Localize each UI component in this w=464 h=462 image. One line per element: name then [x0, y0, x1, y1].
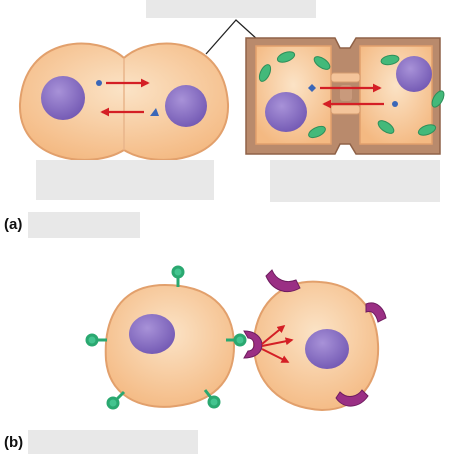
receptor-icon [265, 269, 301, 292]
label-box-panel-b [28, 430, 198, 454]
chloroplast [276, 51, 296, 63]
nucleus-right [165, 85, 207, 127]
leader-line [205, 19, 259, 55]
label-box-plant [270, 160, 440, 202]
small-molecule-icon [308, 84, 316, 92]
label-box-animal [36, 160, 214, 200]
chloroplast [417, 124, 437, 136]
surface-marker-icon [106, 396, 120, 410]
nucleus-left [129, 314, 175, 354]
plasmodesma-bottom [330, 104, 361, 115]
chloroplast [377, 120, 395, 134]
signaling-cells [85, 265, 387, 412]
nucleus-right [305, 329, 349, 369]
receptor-icon [243, 330, 263, 359]
chloroplast [258, 64, 272, 82]
small-molecule-icon [392, 101, 398, 107]
chloroplast [313, 56, 331, 70]
receptor-icon [335, 389, 369, 407]
nucleus-left [41, 76, 85, 120]
panel-label-a: (a) [4, 216, 23, 233]
surface-marker-icon [207, 395, 221, 409]
panel-label-b: (b) [4, 434, 24, 451]
chloroplast [308, 125, 326, 139]
small-molecule-icon [96, 80, 102, 86]
chloroplast [431, 90, 445, 108]
red-arrow-icon [261, 337, 294, 347]
label-box-panel-a [28, 212, 140, 238]
nucleus-left [265, 92, 307, 132]
animal-cell-pair [18, 42, 230, 161]
surface-marker-icon [233, 333, 247, 347]
red-arrow-icon [261, 348, 290, 363]
plant-cell-pair [245, 37, 445, 155]
surface-marker-icon [171, 265, 185, 279]
nucleus-right [396, 56, 432, 92]
top-label-box [146, 0, 316, 18]
red-arrow-icon [261, 324, 286, 345]
small-molecule-icon [150, 108, 159, 116]
plasmodesma-top [330, 72, 361, 83]
receptor-icon [365, 302, 387, 323]
surface-marker-icon [85, 333, 99, 347]
chloroplast [380, 54, 400, 66]
